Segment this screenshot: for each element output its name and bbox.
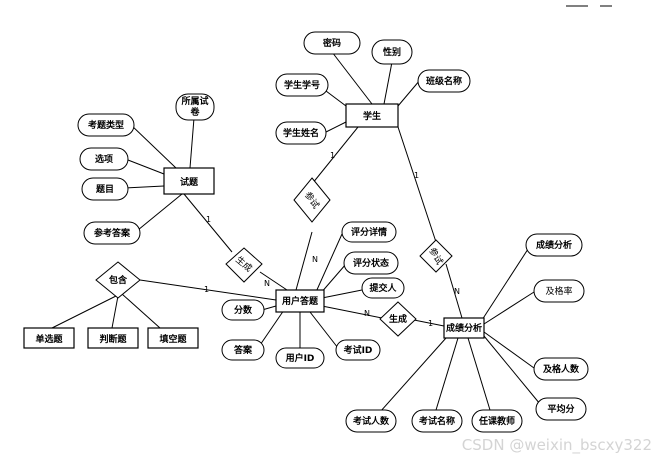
attr-title[interactable]: 题目 — [81, 177, 129, 201]
svg-text:成绩分析: 成绩分析 — [536, 239, 572, 251]
attr-teacher[interactable]: 任课教师 — [471, 409, 523, 433]
svg-text:单选题: 单选题 — [35, 333, 63, 345]
svg-text:包含: 包含 — [108, 274, 128, 286]
attr-pass-count[interactable]: 及格人数 — [533, 357, 589, 381]
attr-student-id[interactable]: 学生学号 — [275, 73, 329, 97]
watermark-text: CSDN @weixin_bscxy322 — [462, 436, 652, 455]
svg-text:考试ID: 考试ID — [344, 344, 373, 356]
svg-text:参考答案: 参考答案 — [94, 227, 131, 239]
svg-text:分数: 分数 — [234, 304, 253, 316]
svg-text:密码: 密码 — [322, 37, 341, 49]
attr-average[interactable]: 平均分 — [535, 397, 587, 421]
attr-question-type[interactable]: 考题类型 — [77, 113, 135, 137]
svg-text:答案: 答案 — [233, 344, 253, 356]
attr-student-name[interactable]: 学生姓名 — [275, 121, 327, 145]
attr-exam-name[interactable]: 考试名称 — [411, 409, 463, 433]
attr-paper[interactable]: 所属试 卷 — [175, 93, 215, 121]
svg-text:任课教师: 任课教师 — [478, 415, 515, 427]
entity-student[interactable]: 学生 — [345, 103, 399, 128]
attr-class-name[interactable]: 班级名称 — [417, 69, 471, 93]
relation-generate-1[interactable]: 生成 — [225, 247, 263, 283]
svg-text:用户ID: 用户ID — [285, 352, 315, 364]
relation-generate-2[interactable]: 生成 — [379, 301, 417, 337]
card-contains-answer: 1 — [204, 285, 209, 294]
card-answer-generate2: N — [364, 309, 370, 318]
svg-text:填空题: 填空题 — [159, 333, 187, 345]
attr-score[interactable]: 分数 — [221, 299, 265, 321]
svg-text:选项: 选项 — [95, 153, 113, 165]
svg-text:学生学号: 学生学号 — [284, 79, 320, 91]
attr-options[interactable]: 选项 — [79, 147, 129, 171]
attr-gender[interactable]: 性别 — [371, 39, 413, 65]
svg-text:生成: 生成 — [389, 313, 407, 325]
attr-grade-analysis[interactable]: 成绩分析 — [525, 233, 583, 257]
card-participate-answer: N — [312, 255, 318, 264]
svg-text:成绩分析: 成绩分析 — [446, 322, 482, 334]
card-participate2-grade: N — [454, 287, 460, 296]
relation-contains[interactable]: 包含 — [95, 261, 141, 299]
svg-text:用户答题: 用户答题 — [281, 295, 319, 307]
svg-text:及格人数: 及格人数 — [543, 363, 580, 375]
svg-text:考试人数: 考试人数 — [353, 415, 390, 427]
attr-score-detail[interactable]: 评分详情 — [341, 221, 397, 243]
entity-true-false[interactable]: 判断题 — [87, 327, 139, 349]
svg-text:平均分: 平均分 — [547, 403, 574, 415]
svg-text:学生姓名: 学生姓名 — [283, 127, 319, 139]
connector-lines — [51, 51, 541, 413]
card-generate-answer: N — [264, 279, 270, 288]
attr-password[interactable]: 密码 — [303, 31, 361, 55]
svg-text:题目: 题目 — [95, 184, 114, 195]
svg-text:评分状态: 评分状态 — [353, 257, 389, 269]
svg-text:学生: 学生 — [363, 110, 381, 122]
attr-score-status[interactable]: 评分状态 — [343, 251, 399, 275]
svg-text:所属试: 所属试 — [181, 95, 208, 107]
svg-text:及格率: 及格率 — [545, 285, 572, 297]
svg-text:考题类型: 考题类型 — [88, 119, 124, 131]
attr-pass-rate[interactable]: 及格率 — [533, 279, 585, 303]
attr-answer[interactable]: 答案 — [221, 339, 265, 361]
attr-exam-id[interactable]: 考试ID — [335, 339, 381, 361]
card-question-generate: 1 — [206, 215, 211, 224]
cardinality-marks: 1 N 1 N 1 N 1 N 1 — [204, 151, 460, 328]
svg-text:考试名称: 考试名称 — [419, 415, 455, 427]
svg-text:性别: 性别 — [383, 46, 401, 58]
attr-user-id[interactable]: 用户ID — [275, 347, 325, 369]
svg-text:班级名称: 班级名称 — [426, 75, 462, 87]
card-student-participate2: 1 — [414, 171, 419, 180]
svg-text:评分详情: 评分详情 — [351, 226, 387, 238]
svg-text:试题: 试题 — [180, 176, 199, 188]
svg-text:提交人: 提交人 — [369, 282, 397, 294]
attr-exam-count[interactable]: 考试人数 — [345, 409, 397, 433]
svg-text:卷: 卷 — [189, 106, 200, 118]
entity-single-choice[interactable]: 单选题 — [23, 327, 75, 349]
entity-fill-blank[interactable]: 填空题 — [147, 327, 199, 349]
svg-text:判断题: 判断题 — [99, 333, 127, 345]
entity-grade-analysis[interactable]: 成绩分析 — [443, 317, 485, 339]
relation-participate-1[interactable]: 参试 — [293, 177, 331, 223]
entity-exam-question[interactable]: 试题 — [163, 167, 215, 195]
attr-ref-answer[interactable]: 参考答案 — [83, 221, 141, 245]
card-generate2-grade: 1 — [428, 319, 433, 328]
card-student-participate: 1 — [330, 151, 335, 160]
attr-submitter[interactable]: 提交人 — [361, 277, 405, 299]
relation-participate-2[interactable]: 参试 — [419, 239, 453, 273]
entity-user-answer[interactable]: 用户答题 — [275, 289, 325, 313]
